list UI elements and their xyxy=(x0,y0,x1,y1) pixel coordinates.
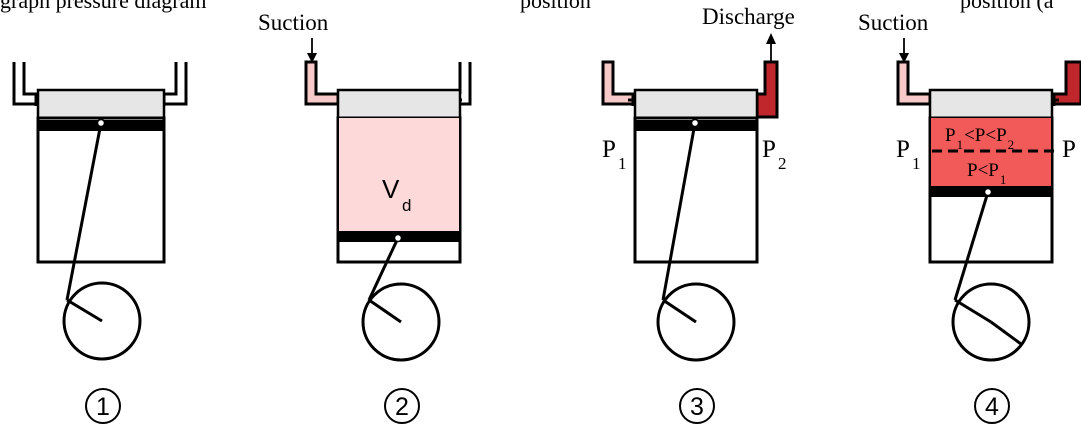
crank-arm xyxy=(662,298,697,324)
discharge-pressure-label: P xyxy=(1062,136,1076,163)
connecting-rod xyxy=(661,122,697,301)
stage-number-circle xyxy=(679,388,715,424)
stage-3: Discharge P 1 P 2 3 xyxy=(601,4,795,424)
crank-arm-lower xyxy=(954,298,992,324)
discharge-pressure-label: P xyxy=(762,136,776,163)
suction-pressure-subscript: 1 xyxy=(912,154,921,173)
cylinder-head xyxy=(336,88,462,120)
crank-arm xyxy=(368,298,402,324)
connecting-rod xyxy=(65,122,103,301)
stage-number-circle xyxy=(384,388,420,424)
suction-label: Suction xyxy=(258,10,329,35)
cylinder-head xyxy=(36,88,166,120)
suction-pipe xyxy=(896,60,932,106)
suction-label: Suction xyxy=(858,10,929,35)
displacement-volume-label: V xyxy=(382,174,400,204)
suction-pressure-label: P xyxy=(896,136,910,163)
discharge-pipe xyxy=(162,62,188,106)
stage-number: 4 xyxy=(985,393,999,421)
cylinder-head xyxy=(928,88,1054,120)
suction-pipe xyxy=(601,60,637,106)
wrist-pin xyxy=(96,118,106,128)
suction-pressure-label: P xyxy=(602,136,616,163)
displacement-volume xyxy=(339,118,459,231)
cylinder-head xyxy=(633,88,759,120)
stage-4: Suction P1<P<P2 P<P1 P 1 P xyxy=(858,10,1081,424)
connecting-rod xyxy=(953,191,990,301)
stage-number: 3 xyxy=(690,393,704,421)
clipped-text-left: graph pressure diagram xyxy=(0,0,206,13)
crank-arm xyxy=(66,298,103,323)
stage-number: 2 xyxy=(395,393,409,421)
crank-arm xyxy=(990,320,1022,346)
discharge-pipe xyxy=(460,62,472,106)
clipped-text-right: position (a xyxy=(960,0,1054,13)
discharge-pipe xyxy=(1050,60,1081,106)
stage-number-circle xyxy=(85,388,121,424)
stage-2: Suction V d 2 xyxy=(258,10,472,424)
top-clipped-text: graph pressure diagram position position… xyxy=(0,0,1054,13)
suction-pipe xyxy=(304,60,340,106)
low-pressure-label: P<P1 xyxy=(967,160,1006,187)
wrist-pin xyxy=(690,118,700,128)
pressure-range-label: P1<P<P2 xyxy=(945,125,1014,152)
stage-1: 1 xyxy=(12,62,188,424)
suction-pipe xyxy=(12,62,38,106)
suction-pressure-subscript: 1 xyxy=(618,154,627,173)
cylinder xyxy=(36,116,166,264)
discharge-pressure-subscript: 2 xyxy=(778,154,787,173)
wrist-pin xyxy=(983,187,993,197)
clipped-text-mid: position xyxy=(520,0,591,13)
stage-number-circle xyxy=(974,388,1010,424)
stage-number: 1 xyxy=(96,393,110,421)
wrist-pin xyxy=(393,233,403,243)
discharge-label: Discharge xyxy=(702,4,795,29)
discharge-pipe xyxy=(755,60,779,119)
displacement-volume-subscript: d xyxy=(402,196,411,215)
connecting-rod xyxy=(367,237,400,301)
cylinder xyxy=(633,116,759,264)
